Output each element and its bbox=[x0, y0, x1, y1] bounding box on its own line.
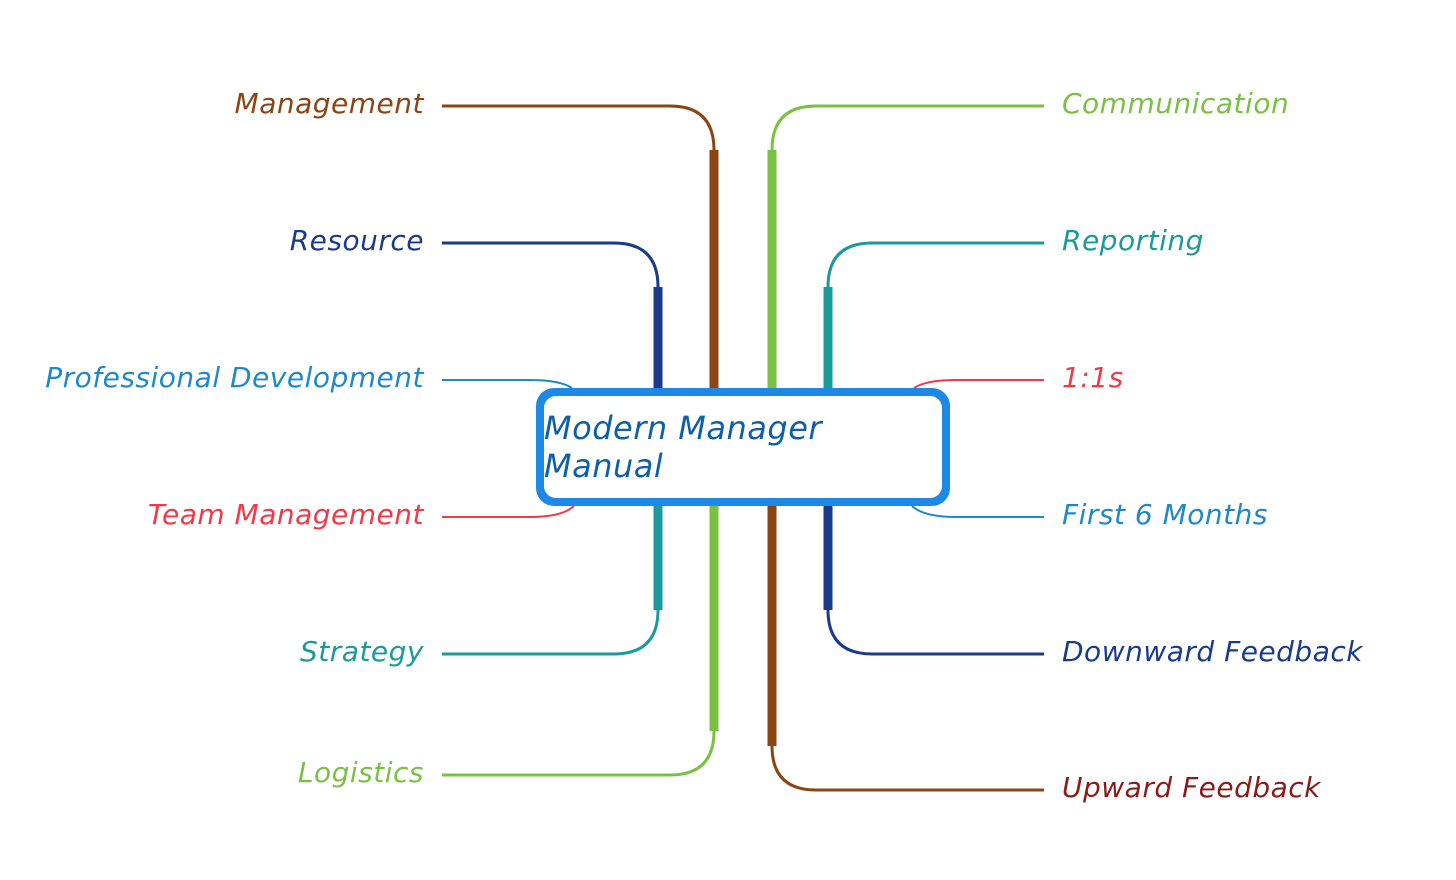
connector-one-on-ones bbox=[913, 379, 1044, 389]
branch-label-strategy[interactable]: Strategy bbox=[300, 635, 424, 668]
central-topic-node[interactable]: Modern Manager Manual bbox=[536, 388, 950, 506]
branch-label-upward-feedback[interactable]: Upward Feedback bbox=[1062, 771, 1321, 804]
branch-label-resource[interactable]: Resource bbox=[289, 224, 424, 257]
connector-management bbox=[442, 104, 716, 390]
connector-upward-feedback bbox=[770, 506, 1044, 792]
connector-resource bbox=[442, 241, 660, 390]
connector-logistics bbox=[442, 506, 716, 777]
connector-reporting bbox=[826, 241, 1044, 390]
connector-professional-development bbox=[442, 379, 573, 389]
connector-strategy bbox=[442, 506, 660, 656]
branch-label-communication[interactable]: Communication bbox=[1062, 87, 1290, 120]
branch-label-logistics[interactable]: Logistics bbox=[297, 756, 424, 789]
branch-label-management[interactable]: Management bbox=[234, 87, 424, 120]
branch-label-downward-feedback[interactable]: Downward Feedback bbox=[1062, 635, 1363, 668]
branch-label-first-6-months[interactable]: First 6 Months bbox=[1062, 498, 1268, 531]
connector-communication bbox=[770, 104, 1044, 390]
branch-label-reporting[interactable]: Reporting bbox=[1062, 224, 1204, 257]
connector-first-6-months bbox=[911, 505, 1044, 518]
central-topic-title: Modern Manager Manual bbox=[544, 409, 823, 485]
connector-team-management bbox=[442, 505, 575, 518]
branch-label-one-on-ones[interactable]: 1:1s bbox=[1062, 361, 1124, 394]
connector-downward-feedback bbox=[826, 506, 1044, 656]
central-topic-body: Modern Manager Manual bbox=[544, 396, 942, 498]
branch-label-professional-development[interactable]: Professional Development bbox=[45, 361, 424, 394]
branch-label-team-management[interactable]: Team Management bbox=[147, 498, 424, 531]
